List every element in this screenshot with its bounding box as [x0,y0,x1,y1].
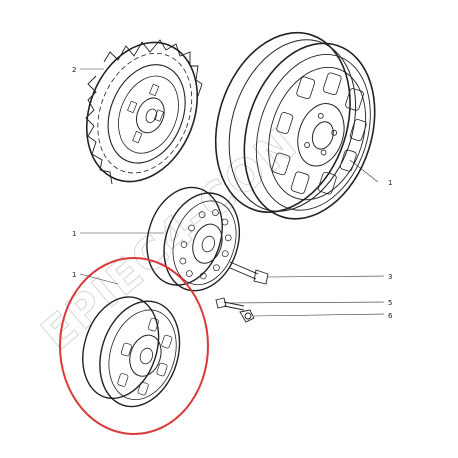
watermark: EPIEC4-CON [32,118,307,360]
bolt [215,297,245,311]
tyre-tread [103,39,203,97]
callout-1-steel-wheel-vented: 1 [72,230,76,238]
callout-2-spare-wheel: 2 [72,66,76,74]
callout-1-steel-wheel-slotted: 1 [72,271,76,279]
callout-1-alloy-wheel: 1 [388,179,392,187]
wheel-bolt [229,261,269,285]
callout-6-nut: 6 [388,312,393,320]
steel-wheel-vented [146,186,240,292]
callout-5-bolt: 5 [388,299,392,307]
nut [239,309,255,323]
alloy-wheel [214,31,376,220]
highlight-circle [59,257,209,435]
leader-lines [79,68,385,317]
spare-wheel-with-tyre [85,41,199,183]
callout-3-wheel-bolt: 3 [388,273,392,281]
steel-wheel-slotted [82,296,181,408]
